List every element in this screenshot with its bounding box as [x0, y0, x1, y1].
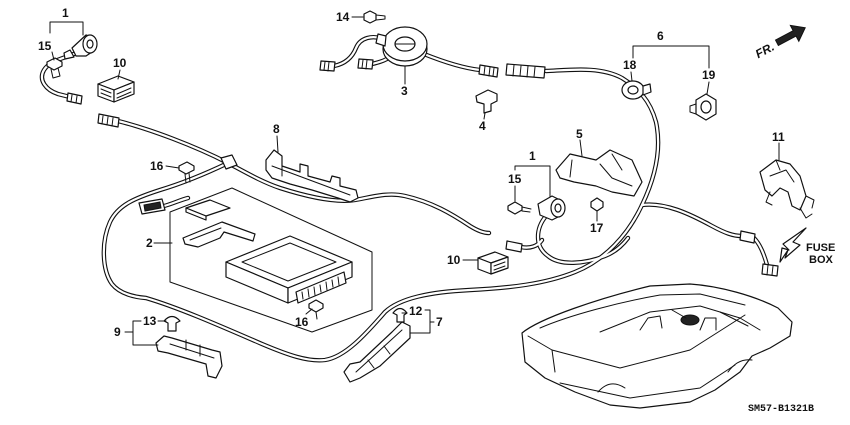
fuse-box-indicator: FUSE BOX [779, 227, 835, 266]
grommet-18 [621, 80, 652, 100]
callouts: 1 15 10 14 3 4 8 16 2 6 18 19 5 11 1 15 … [38, 6, 785, 339]
right-branch-connector [739, 230, 756, 244]
fuse-box-lead-connector [761, 263, 779, 277]
callout-12: 12 [409, 304, 423, 318]
callout-9: 9 [114, 325, 121, 339]
harness-junction-clip [220, 154, 238, 170]
callout-14: 14 [336, 10, 350, 24]
callout-10-left: 10 [113, 56, 127, 70]
screw-15-right [507, 201, 532, 215]
callout-4: 4 [479, 119, 486, 133]
direction-label: FR. [753, 40, 777, 61]
connector-10-right [477, 251, 509, 275]
callout-11: 11 [772, 130, 785, 144]
screw-14 [363, 10, 386, 24]
callout-17: 17 [590, 221, 604, 235]
clip-13 [163, 315, 181, 332]
harness-bracket-8 [265, 149, 359, 203]
reel-connector-right [478, 64, 499, 78]
callout-15-right: 15 [508, 172, 522, 186]
callout-1-right: 1 [529, 149, 536, 163]
front-direction-indicator: FR. [753, 24, 806, 61]
srs-unit-group-2 [169, 187, 373, 333]
callout-18: 18 [623, 58, 637, 72]
screw-15-left [46, 57, 63, 79]
harness-clip-4 [475, 89, 498, 114]
lightning-arrow-icon [779, 227, 807, 263]
callout-15-left: 15 [38, 39, 52, 53]
box-label: BOX [809, 254, 834, 266]
reel-connector-left [319, 60, 336, 72]
harness-bracket-5 [555, 149, 643, 197]
callout-13: 13 [143, 314, 157, 328]
bolt-16-upper [178, 161, 195, 184]
cable-reel-3 [375, 26, 428, 67]
sensor-lead-connector-left [66, 92, 83, 105]
callout-5: 5 [576, 127, 583, 141]
wire-connector-left [97, 113, 120, 128]
callout-16-lower: 16 [295, 315, 309, 329]
sensor-lead-connector-right [505, 240, 523, 253]
callout-6: 6 [657, 29, 664, 43]
connector-10-left [97, 75, 135, 103]
callout-7: 7 [436, 315, 443, 329]
callout-10-right: 10 [447, 253, 461, 267]
callout-2: 2 [146, 236, 153, 250]
callout-3: 3 [401, 84, 408, 98]
connector-holder-11 [759, 159, 815, 219]
harness-top-connector [505, 63, 546, 79]
harness-bracket-9 [155, 335, 223, 379]
leader-lines [49, 16, 780, 346]
callout-8: 8 [273, 122, 280, 136]
group-outline [169, 187, 373, 333]
callout-19: 19 [702, 68, 716, 82]
grommet-19 [689, 93, 717, 121]
ecu-branch-connector [138, 198, 166, 215]
vehicle-locator [521, 283, 793, 409]
harness-bracket-7 [343, 321, 411, 383]
fuse-label: FUSE [806, 242, 835, 254]
callout-16-upper: 16 [150, 159, 164, 173]
unit-bracket [182, 221, 256, 248]
impact-sensor-right [537, 195, 566, 221]
reel-connector-middle [357, 58, 374, 70]
drawing-code: SM57-B1321B [748, 404, 814, 415]
callout-1-left: 1 [62, 6, 69, 20]
clip-12 [392, 307, 408, 323]
impact-sensor-left [63, 34, 98, 60]
front-arrow-icon [774, 24, 806, 47]
